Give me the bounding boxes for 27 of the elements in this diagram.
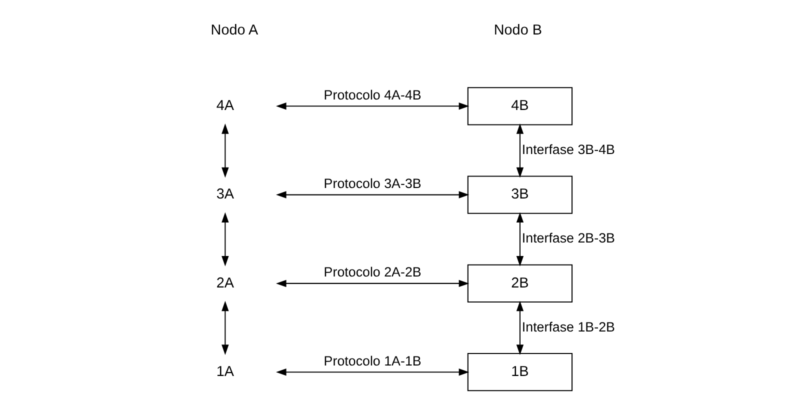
arrow (221, 212, 228, 266)
node-text: 3A (216, 186, 234, 203)
edge-label: Interfase 3B-4B (521, 142, 614, 157)
arrow (516, 124, 524, 178)
arrow (516, 300, 524, 355)
arrow (275, 368, 469, 376)
node-box: 4B (466, 87, 572, 126)
edge-label: Protocolo 4A-4B (323, 87, 421, 102)
edge-label: Protocolo 1A-1B (323, 353, 421, 368)
edge-label: Protocolo 2A-2B (323, 264, 421, 280)
arrow (221, 300, 228, 355)
edge-label: Interfase 2B-3B (521, 230, 614, 246)
node-box: 2B (466, 264, 572, 303)
arrow (516, 212, 524, 266)
node-text: 1A (216, 364, 234, 380)
arrow (275, 102, 469, 110)
arrow (275, 280, 469, 288)
arrow (275, 191, 469, 198)
label: Nodo A (210, 22, 258, 39)
node-text: 4A (216, 98, 234, 114)
node-box: 3B (466, 176, 572, 214)
node-box: 1B (466, 353, 572, 392)
arrow (221, 124, 228, 178)
edge-label: Protocolo 3A-3B (323, 176, 421, 191)
edge-label: Interfase 1B-2B (521, 319, 614, 334)
label: Nodo B (493, 22, 542, 39)
node-text: 2A (216, 275, 234, 292)
